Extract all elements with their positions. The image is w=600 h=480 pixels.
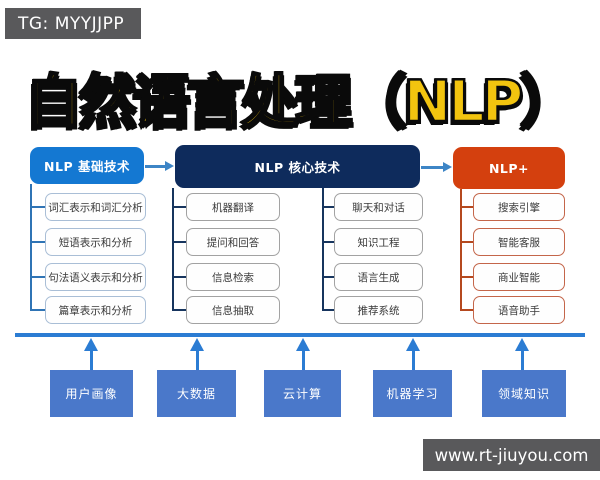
- leaf-chat-dialogue: 聊天和对话: [334, 193, 423, 221]
- connector-core-trunk-right: [322, 188, 324, 311]
- leaf-discourse-analysis: 篇章表示和分析: [45, 296, 146, 324]
- page-title: 自然语言处理（NLP）: [24, 68, 578, 137]
- leaf-language-generation: 语言生成: [334, 263, 423, 291]
- up-arrow-icon: [296, 338, 310, 351]
- leaf-knowledge-engineering: 知识工程: [334, 228, 423, 256]
- foundation-domain-knowledge: 领域知识: [482, 370, 566, 417]
- up-arrow-stem: [196, 349, 199, 370]
- arrow-basic-to-core: [145, 165, 166, 168]
- connector-core-trunk-left: [172, 188, 174, 311]
- up-arrow-stem: [90, 349, 93, 370]
- website-watermark-badge: www.rt-jiuyou.com: [423, 439, 600, 471]
- leaf-lexical-analysis: 词汇表示和词汇分析: [45, 193, 146, 221]
- arrow-core-to-plus: [421, 166, 444, 169]
- leaf-information-retrieval: 信息检索: [186, 263, 280, 291]
- arrowhead-core-to-plus-icon: [443, 161, 452, 172]
- connector-core-stub: [322, 241, 334, 243]
- header-nlp-basic: NLP 基础技术: [30, 147, 144, 184]
- connector-core-stub: [172, 206, 186, 208]
- connector-basic-stub: [30, 276, 45, 278]
- up-arrow-icon: [84, 338, 98, 351]
- connector-plus-trunk: [460, 189, 462, 311]
- leaf-search-engine: 搜索引擎: [473, 193, 565, 221]
- connector-plus-stub: [460, 309, 473, 311]
- leaf-business-intelligence: 商业智能: [473, 263, 565, 291]
- up-arrow-icon: [190, 338, 204, 351]
- foundation-machine-learning: 机器学习: [373, 370, 452, 417]
- connector-core-stub: [322, 276, 334, 278]
- connector-core-stub: [172, 241, 186, 243]
- connector-plus-stub: [460, 276, 473, 278]
- connector-basic-stub: [30, 241, 45, 243]
- foundation-cloud-computing: 云计算: [264, 370, 341, 417]
- arrowhead-basic-to-core-icon: [165, 160, 174, 171]
- connector-core-stub: [172, 276, 186, 278]
- leaf-voice-assistant: 语音助手: [473, 296, 565, 324]
- up-arrow-icon: [406, 338, 420, 351]
- connector-plus-stub: [460, 206, 473, 208]
- up-arrow-stem: [521, 349, 524, 370]
- leaf-information-extraction: 信息抽取: [186, 296, 280, 324]
- connector-core-stub: [322, 206, 334, 208]
- foundation-user-profile: 用户画像: [50, 370, 133, 417]
- leaf-syntax-semantics: 句法语义表示和分析: [45, 263, 146, 291]
- up-arrow-stem: [412, 349, 415, 370]
- leaf-phrase-analysis: 短语表示和分析: [45, 228, 146, 256]
- connector-basic-stub: [30, 206, 45, 208]
- up-arrow-icon: [515, 338, 529, 351]
- connector-basic-trunk: [30, 184, 32, 311]
- leaf-smart-customer-service: 智能客服: [473, 228, 565, 256]
- connector-core-stub: [322, 309, 334, 311]
- leaf-machine-translation: 机器翻译: [186, 193, 280, 221]
- leaf-recommender-system: 推荐系统: [334, 296, 423, 324]
- up-arrow-stem: [302, 349, 305, 370]
- header-nlp-plus: NLP+: [453, 147, 565, 189]
- connector-plus-stub: [460, 241, 473, 243]
- header-nlp-core: NLP 核心技术: [175, 145, 420, 188]
- connector-core-stub: [172, 309, 186, 311]
- leaf-question-answering: 提问和回答: [186, 228, 280, 256]
- foundation-big-data: 大数据: [157, 370, 236, 417]
- foundation-baseline: [15, 333, 585, 337]
- connector-basic-stub: [30, 309, 45, 311]
- tg-watermark-badge: TG: MYYJJPP: [5, 8, 141, 39]
